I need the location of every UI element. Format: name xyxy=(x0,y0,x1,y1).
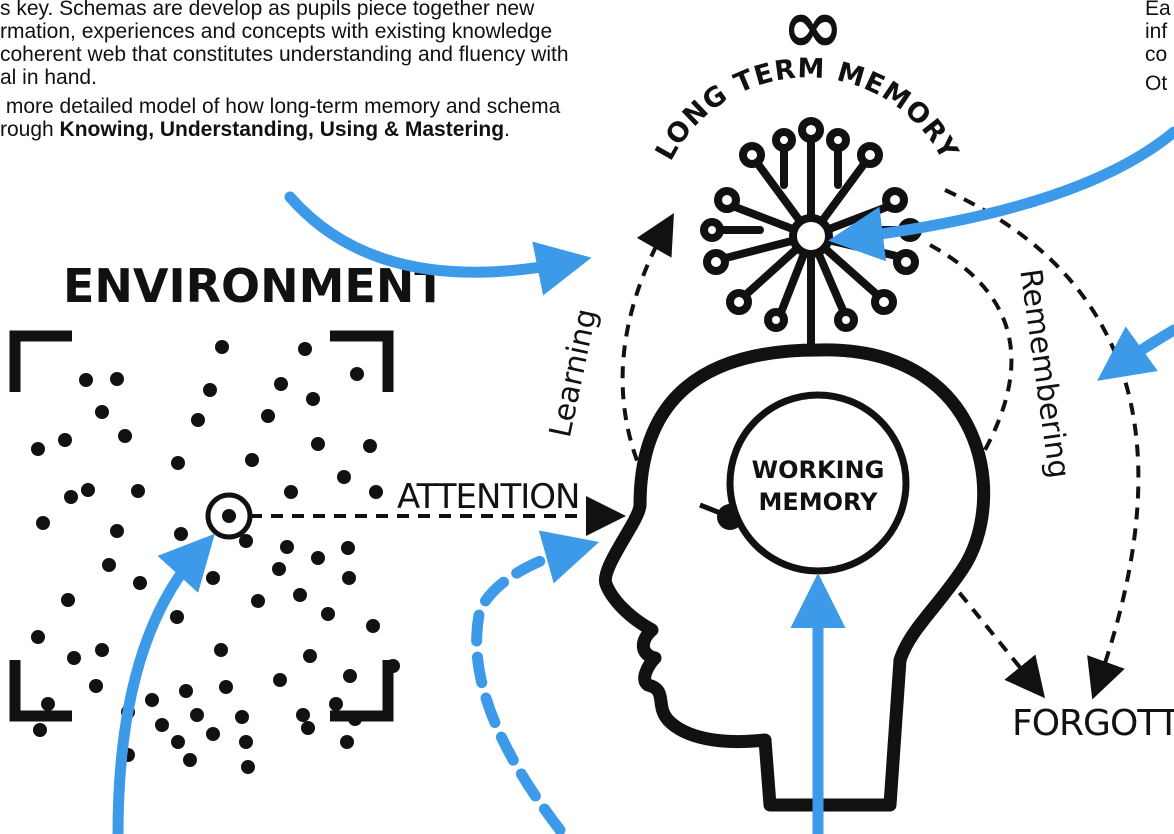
environment-dots xyxy=(31,340,400,774)
left-text-line-1: s key. Schemas are develop as pupils pie… xyxy=(0,0,535,20)
brain-network-icon xyxy=(700,117,922,354)
remembering-label: Remembering xyxy=(1012,267,1076,481)
learning-label: Learning xyxy=(543,306,604,441)
blue-arrow-text-to-learning xyxy=(284,191,592,296)
right-text-line-2: inf xyxy=(1145,20,1168,43)
left-text-line-2: rmation, experiences and concepts with e… xyxy=(0,20,553,43)
left-text-line-5: more detailed model of how long-term mem… xyxy=(0,95,561,118)
blue-arrow-right-to-brain xyxy=(828,126,1174,262)
long-term-memory-text: LONG TERM MEMORY xyxy=(650,53,964,165)
blue-arrow-to-attention-target xyxy=(112,533,215,834)
blue-arrow-right-to-remembering xyxy=(1097,324,1174,381)
left-text-line-4: al in hand. xyxy=(0,66,97,89)
environment-label: ENVIRONMENT xyxy=(63,259,446,313)
left-paragraph-2: more detailed model of how long-term mem… xyxy=(0,95,560,141)
attention-label: ATTENTION xyxy=(397,477,579,517)
right-text-line-4: Ot xyxy=(1145,72,1168,95)
left-text-line-6-pre: rough xyxy=(0,118,60,141)
knowing-understanding-using-mastering: Knowing, Understanding, Using & Masterin… xyxy=(59,118,505,141)
infinity-symbol: ∞ xyxy=(782,0,844,70)
working-memory-label-line-1: WORKING xyxy=(752,456,885,484)
working-memory-circle xyxy=(726,391,910,575)
left-text-line-6-post: . xyxy=(504,118,510,141)
right-text-line-3: co xyxy=(1145,43,1168,66)
left-text-line-3: coherent web that constitutes understand… xyxy=(0,43,569,66)
long-term-memory-label: LONG TERM MEMORY xyxy=(650,53,965,165)
right-text-line-1: Ea xyxy=(1145,0,1171,20)
attention-target-icon xyxy=(205,492,253,540)
right-paragraph: Ea inf co Ot xyxy=(1145,0,1171,95)
learning-arrow xyxy=(620,213,674,481)
left-text-line-6: rough Knowing, Understanding, Using & Ma… xyxy=(0,118,560,141)
blue-annotation-arrows xyxy=(112,126,1174,834)
ltm-forgotten-arrow xyxy=(944,188,1141,700)
working-memory-label-line-2: MEMORY xyxy=(758,488,878,516)
left-paragraph-1: s key. Schemas are develop as pupils pie… xyxy=(0,0,569,89)
blue-dashed-arrow-to-head xyxy=(471,530,600,834)
